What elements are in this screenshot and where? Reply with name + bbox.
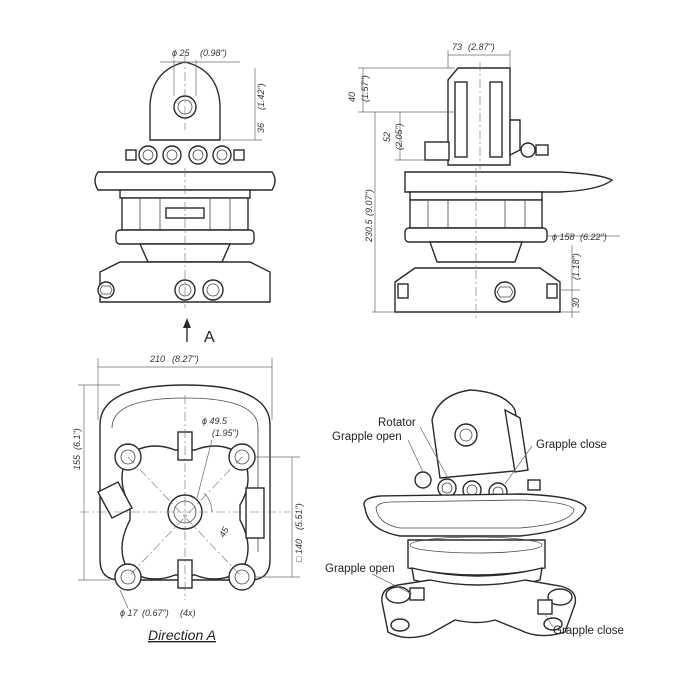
front-view [94,55,276,342]
overall-width-in-label: (8.27") [172,354,199,364]
top-height-label: 36 [256,123,266,133]
front-fittings [125,145,245,165]
flange-diameter-in-label: (6.22") [580,232,607,242]
overall-height-label: 155 [72,454,82,470]
view-arrow-icon [183,318,191,328]
port-height-label: 52 [382,132,392,142]
overall-width-label: 210 [149,354,165,364]
callout-grapple-close-top: Grapple close [536,439,607,451]
callout-grapple-open-top: Grapple open [332,431,402,443]
callout-grapple-open-bottom: Grapple open [325,563,395,575]
center-diameter-label: ϕ 49.5 [202,416,228,426]
hole-diameter-in-label: (0.67") [142,608,169,618]
link-width-label: 73 [452,42,462,52]
hole-diameter-label: ϕ 17 [120,608,139,618]
pin-diameter-label: ϕ 25 [172,48,191,58]
total-height-label: 230.5 [364,218,374,243]
hole-count-label: (4x) [180,608,196,618]
bolt-square-label: □ 140 [294,539,304,562]
bottom-view [78,358,300,609]
bolt-square-in-label: (5.51") [294,503,304,530]
view-arrow-label: A [204,329,215,346]
total-height-in-label: (9.07") [364,189,374,216]
side-view [358,50,620,318]
top-height-in-label: (1.42") [256,83,266,110]
eye-height-in-label: (1.57") [360,75,370,102]
direction-a-caption: Direction A [148,627,216,643]
base-offset-label: 30 [571,298,581,308]
port-height-in-label: (2.05") [394,123,404,150]
link-width-in-label: (2.87") [468,42,495,52]
callout-rotator: Rotator [378,417,416,429]
flange-diameter-label: ϕ 158 [552,232,575,242]
pin-diameter-in-label: (0.98") [200,48,227,58]
eye-height-label: 40 [347,92,357,102]
callout-grapple-close-bottom: Grapple close [553,625,624,637]
base-offset-in-label: (1.18") [571,253,581,280]
center-diameter-in-label: (1.95") [212,428,239,438]
overall-height-in-label: (6.1") [72,428,82,450]
iso-view [363,389,587,639]
